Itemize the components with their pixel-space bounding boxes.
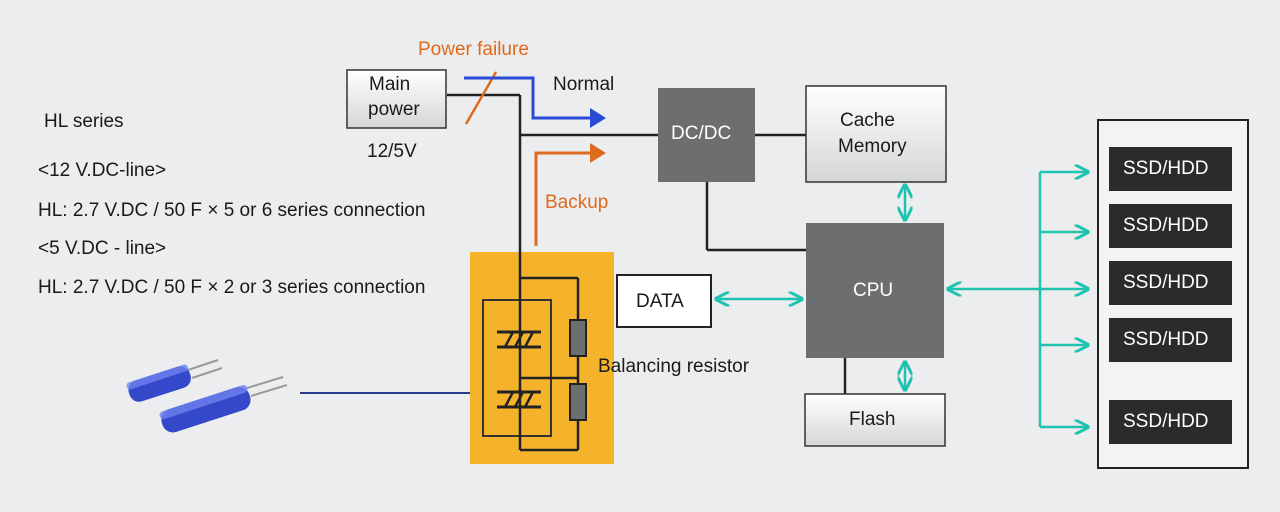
storage-drives xyxy=(1109,147,1232,444)
capacitor-bank-outline xyxy=(482,299,552,437)
drive-2 xyxy=(1109,204,1232,248)
resistor-bottom xyxy=(569,383,587,421)
power-failure-slash xyxy=(464,71,498,125)
backup-arrow xyxy=(534,151,598,246)
main-power-label-line1: Main xyxy=(369,74,411,95)
hl-12v-spec: HL: 2.7 V.DC / 50 F × 5 or 6 series conn… xyxy=(38,200,426,221)
normal-label: Normal xyxy=(553,74,615,95)
line-5v-heading: <5 V.DC - line> xyxy=(38,238,167,259)
drive-label-1: SSD/HDD xyxy=(1123,158,1209,179)
main-power-label-line2: power xyxy=(368,99,420,120)
capacitor-module xyxy=(470,252,614,464)
cpu-label: CPU xyxy=(853,280,894,301)
flash-box xyxy=(804,393,946,447)
line-12v-heading: <12 V.DC-line> xyxy=(38,160,167,181)
main-power-box xyxy=(346,69,447,129)
normal-arrowhead xyxy=(590,108,606,128)
drive-4 xyxy=(1109,318,1232,362)
drive-3 xyxy=(1109,261,1232,305)
dcdc-label: DC/DC xyxy=(671,123,732,144)
hl-5v-spec: HL: 2.7 V.DC / 50 F × 2 or 3 series conn… xyxy=(38,277,426,298)
capacitor-symbols xyxy=(497,330,541,409)
data-box xyxy=(616,274,712,328)
capacitor-photo xyxy=(126,359,288,433)
drive-label-5: SSD/HDD xyxy=(1123,411,1209,432)
drive-label-2: SSD/HDD xyxy=(1123,215,1209,236)
power-failure-label: Power failure xyxy=(418,39,529,60)
balancing-resistor-label: Balancing resistor xyxy=(598,356,750,377)
drive-label-4: SSD/HDD xyxy=(1123,329,1209,350)
drive-label-3: SSD/HDD xyxy=(1123,272,1209,293)
cache-label-line2: Memory xyxy=(838,136,907,157)
cache-memory-box xyxy=(805,85,947,183)
resistor-top xyxy=(569,319,587,357)
data-bus xyxy=(716,172,1088,427)
dcdc-block xyxy=(658,88,755,182)
backup-arrowhead xyxy=(590,143,606,163)
capacitor-hatching xyxy=(503,331,535,408)
voltage-label: 12/5V xyxy=(367,141,417,162)
drive-5 xyxy=(1109,400,1232,444)
cache-label-line1: Cache xyxy=(840,110,895,131)
normal-arrow xyxy=(464,76,598,120)
backup-label: Backup xyxy=(545,192,609,213)
cpu-block xyxy=(806,223,944,358)
flash-label: Flash xyxy=(849,409,896,430)
drive-1 xyxy=(1109,147,1232,191)
series-title: HL series xyxy=(44,111,124,132)
data-label: DATA xyxy=(636,291,684,312)
